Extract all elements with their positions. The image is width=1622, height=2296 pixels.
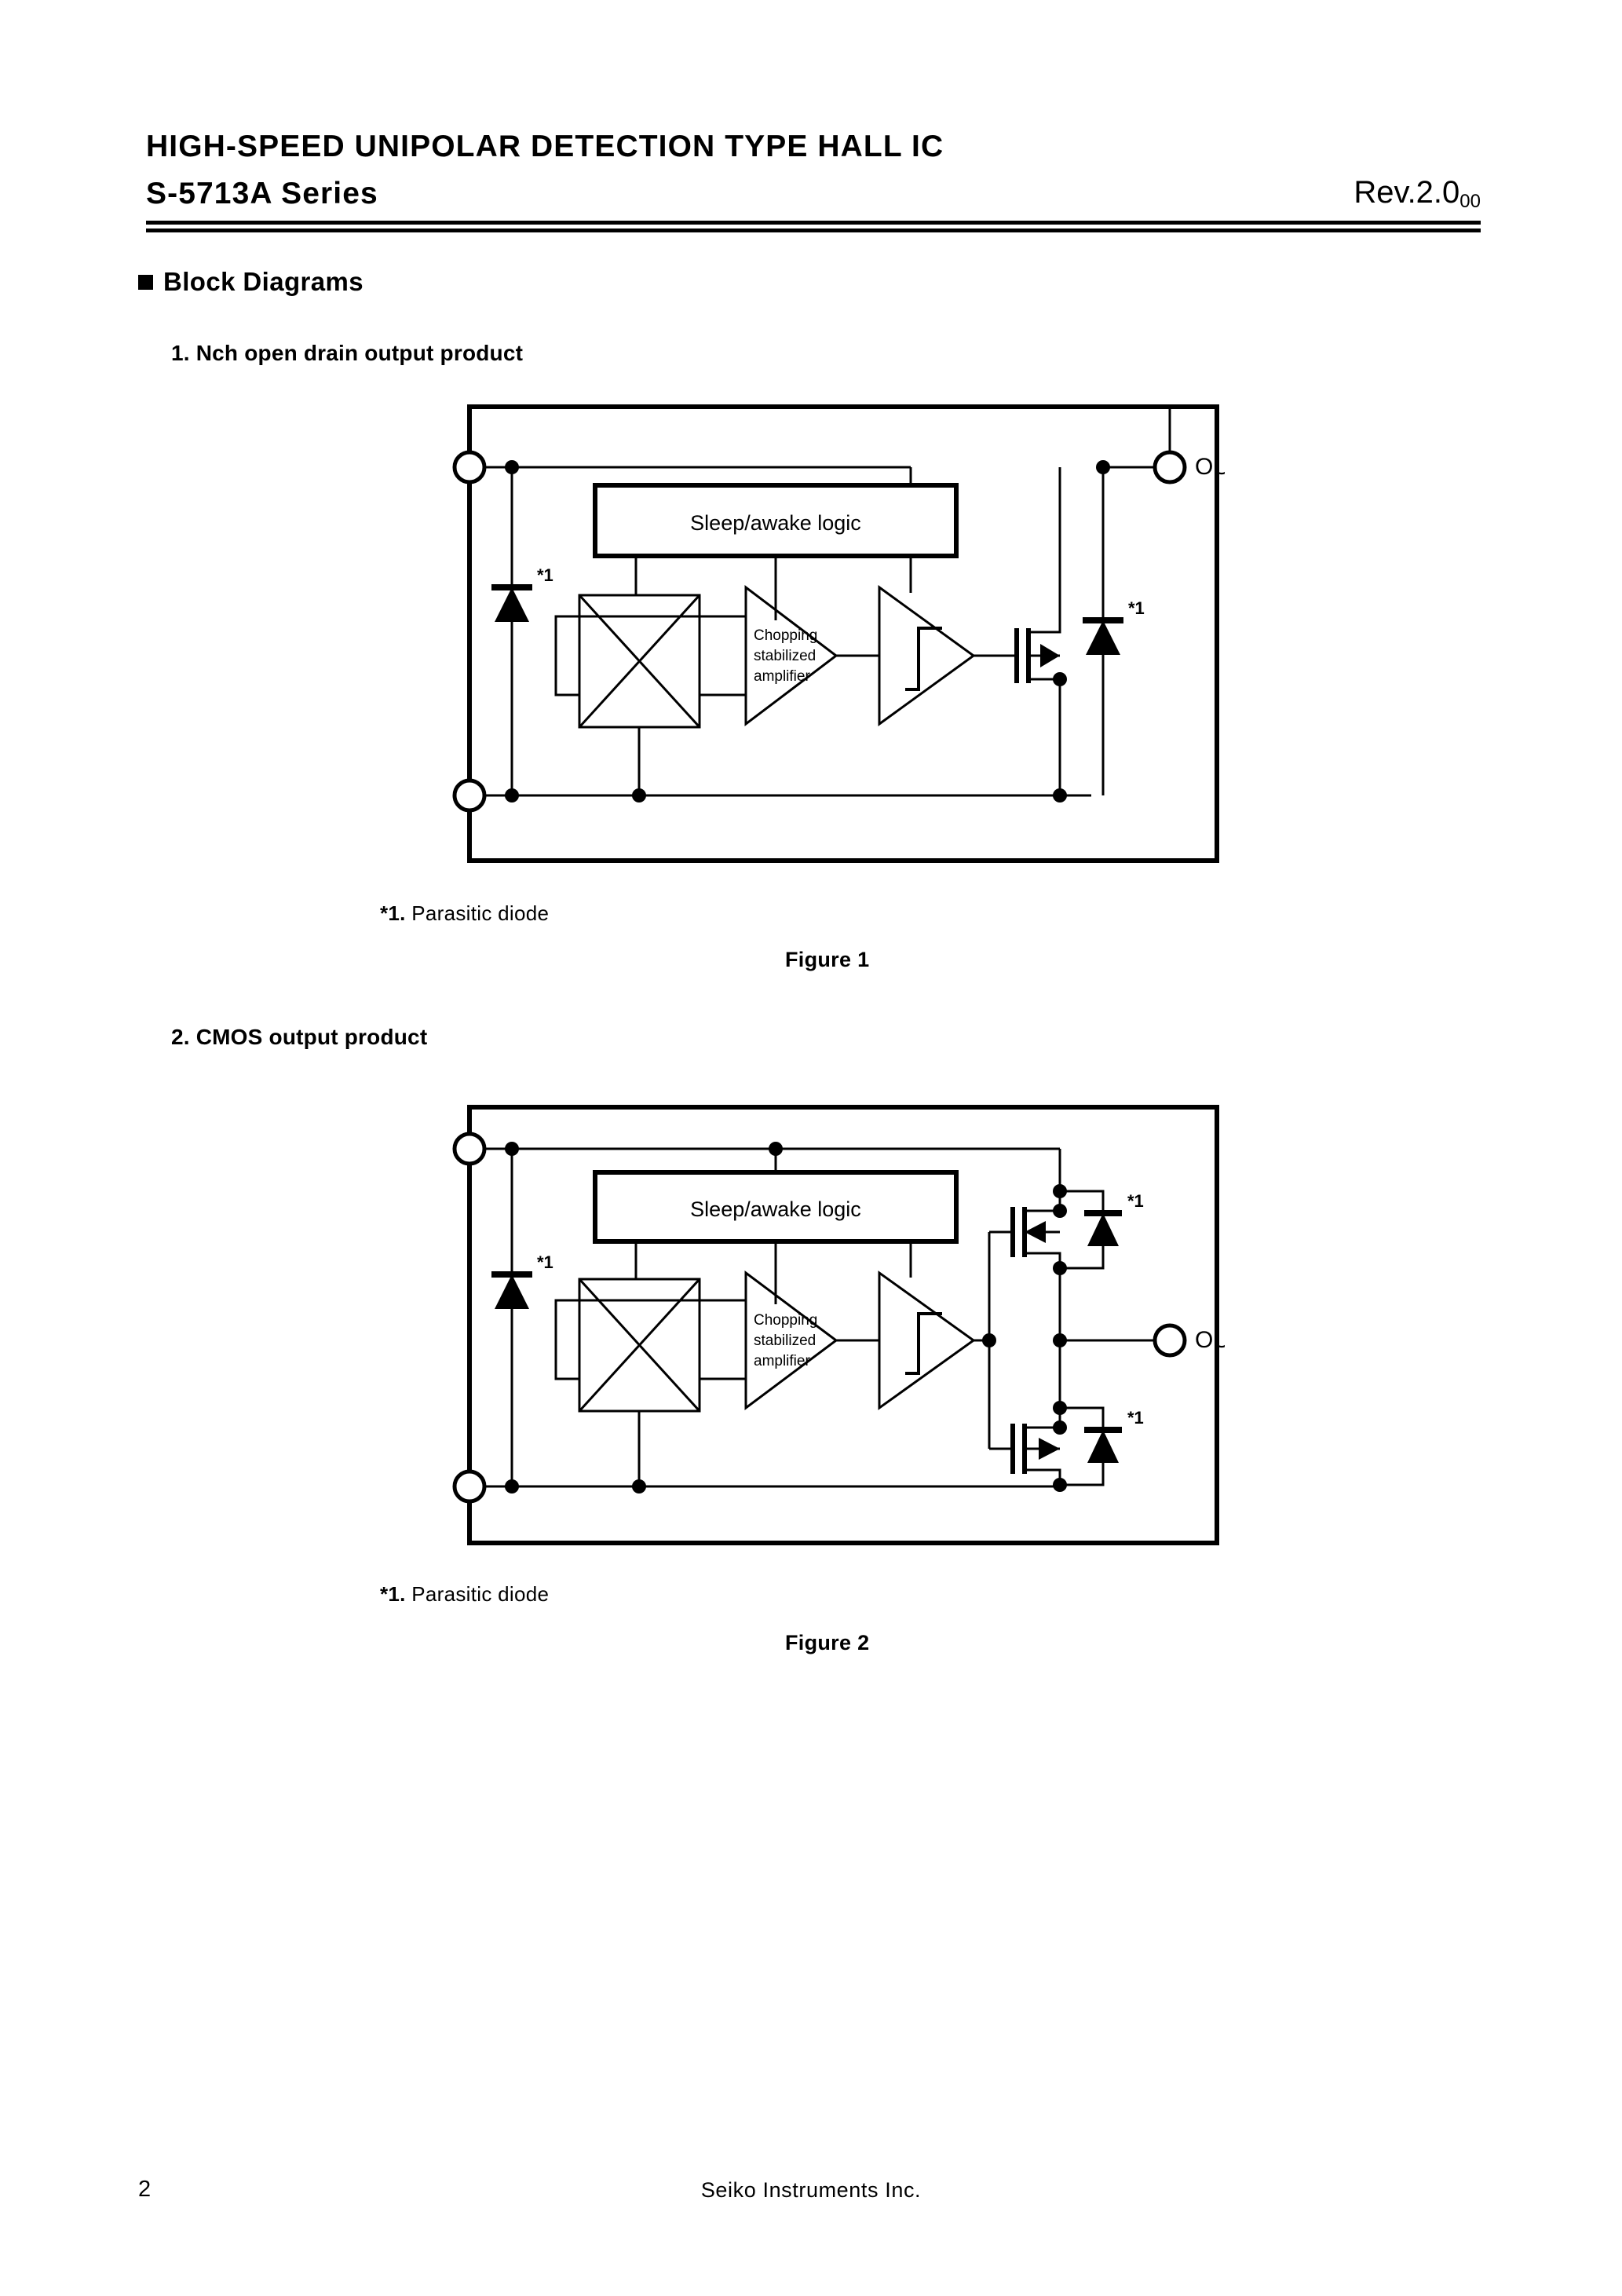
vss-pin <box>452 1469 487 1504</box>
page-header: HIGH-SPEED UNIPOLAR DETECTION TYPE HALL … <box>146 130 1481 216</box>
chopping-amplifier <box>744 1270 838 1410</box>
right-parasitic-diode <box>1083 617 1123 655</box>
pmos-body-arrow <box>1025 1221 1046 1243</box>
junction-dots <box>505 460 1110 803</box>
sleep-awake-logic-label: Sleep/awake logic <box>690 511 861 535</box>
nmos-drain-lead <box>1028 467 1061 634</box>
right-diode-footnote-marker: *1 <box>1128 598 1145 618</box>
vdd-pin <box>452 450 487 484</box>
header-rule-top <box>146 221 1481 225</box>
header-rule <box>146 221 1481 232</box>
figure2-footnote: *1. Parasitic diode <box>380 1582 549 1607</box>
out-pin-label: OUT <box>1195 454 1225 480</box>
header-rule-bottom <box>146 229 1481 232</box>
figure1-footnote-text: Parasitic diode <box>411 901 550 925</box>
left-diode-footnote-marker: *1 <box>537 1252 553 1272</box>
figure2-heading: 2. CMOS output product <box>171 1025 428 1049</box>
nmos-diode-footnote-marker: *1 <box>1127 1408 1144 1428</box>
amplifier-label-line2: stabilized <box>754 648 816 664</box>
product-series: S-5713A Series <box>146 177 378 210</box>
revision-label: Rev.2.000 <box>1353 175 1481 212</box>
hall-left-loop <box>554 615 579 696</box>
figure1-caption: Figure 1 <box>785 948 870 971</box>
schmitt-trigger <box>878 585 976 726</box>
page-number: 2 <box>138 2177 152 2202</box>
nmos-drain-lead <box>1025 1340 1061 1429</box>
amplifier-label-line2: stabilized <box>754 1333 816 1349</box>
figure2-footnote-marker: *1. <box>380 1582 406 1606</box>
figure2-caption: Figure 2 <box>785 1631 870 1654</box>
pmos-drain-lead <box>1025 1252 1061 1340</box>
sleep-awake-logic-label: Sleep/awake logic <box>690 1197 861 1221</box>
figure2-svg: VDD VSS OUT Sleep/awake logic Chopping s… <box>367 1105 1244 1545</box>
figure1-svg: VDD VSS OUT Sleep/awake logic Chopping s… <box>367 404 1244 863</box>
amplifier-label-line3: amplifier <box>754 668 810 685</box>
out-pin <box>1153 450 1187 484</box>
chopping-amplifier <box>744 584 838 727</box>
vss-pin <box>452 778 487 813</box>
hysteresis-icon <box>905 627 942 691</box>
revision-number: Rev.2.0 <box>1353 175 1460 210</box>
revision-suffix: 00 <box>1459 191 1481 212</box>
out-pin <box>1153 1323 1187 1358</box>
ic-outline <box>467 404 1219 863</box>
figure2-block-diagram: VDD VSS OUT Sleep/awake logic Chopping s… <box>367 1088 1244 1578</box>
figure1-footnote: *1. Parasitic diode <box>380 901 549 926</box>
nmos-body-arrow <box>1040 644 1060 667</box>
nmos-parasitic-diode <box>1084 1427 1122 1463</box>
schmitt-trigger <box>878 1270 976 1410</box>
section-heading-label: Block Diagrams <box>163 267 364 296</box>
nmos-body-arrow <box>1039 1438 1060 1460</box>
header-second-row: S-5713A Series Rev.2.000 <box>146 175 1481 216</box>
amplifier-label-line1: Chopping <box>754 627 817 644</box>
hysteresis-icon <box>905 1312 942 1375</box>
document-title: HIGH-SPEED UNIPOLAR DETECTION TYPE HALL … <box>146 130 944 163</box>
amplifier-label-line1: Chopping <box>754 1312 817 1329</box>
pmos-diode-footnote-marker: *1 <box>1127 1191 1144 1211</box>
amplifier-label-line3: amplifier <box>754 1353 810 1369</box>
figure1-block-diagram: VDD VSS OUT Sleep/awake logic Chopping s… <box>367 393 1244 883</box>
pmos-parasitic-diode <box>1084 1210 1122 1246</box>
left-parasitic-diode <box>491 1271 532 1309</box>
junction-dots <box>505 1142 1067 1493</box>
figure1-heading: 1. Nch open drain output product <box>171 341 524 365</box>
company-footer: Seiko Instruments Inc. <box>700 2178 922 2202</box>
hall-left-loop <box>554 1299 579 1380</box>
pmos-source-lead <box>1025 1149 1061 1212</box>
vdd-pin <box>452 1132 487 1166</box>
ic-outline <box>467 1105 1219 1545</box>
square-bullet-icon <box>138 274 153 290</box>
nmos-source-lead <box>1028 678 1061 795</box>
figure1-footnote-marker: *1. <box>380 901 406 925</box>
left-parasitic-diode <box>491 584 532 622</box>
left-diode-footnote-marker: *1 <box>537 565 553 585</box>
out-pin-label: OUT <box>1195 1327 1225 1353</box>
figure2-footnote-text: Parasitic diode <box>411 1582 550 1606</box>
section-heading-block-diagrams: Block Diagrams <box>138 267 363 297</box>
